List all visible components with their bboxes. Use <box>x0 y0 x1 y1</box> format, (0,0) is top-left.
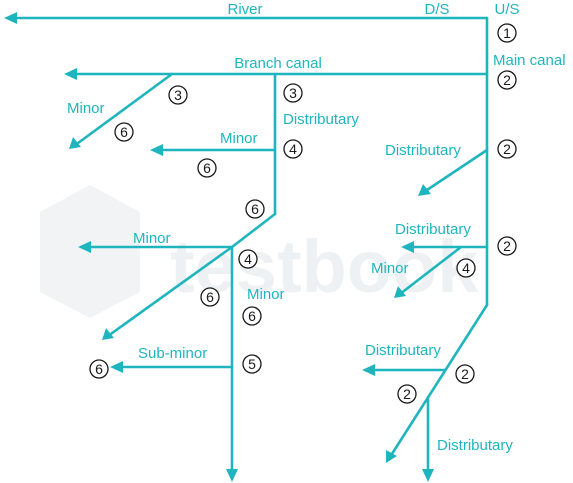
minor-label-right: Minor <box>371 260 409 277</box>
svg-text:4: 4 <box>244 251 252 267</box>
distributary-label-right-3: Distributary <box>365 342 441 359</box>
text-labels: River D/S U/S Main canal Branch canal Mi… <box>67 1 566 454</box>
minor-label-2: Minor <box>220 130 258 147</box>
distributary-right-3-arrowhead <box>362 364 375 376</box>
svg-text:2: 2 <box>503 141 511 157</box>
order-marker: 3 <box>168 85 188 105</box>
svg-text:6: 6 <box>206 289 214 305</box>
svg-text:2: 2 <box>503 238 511 254</box>
branch-canal-arrowhead <box>64 68 77 80</box>
minor-right-arrowhead <box>394 286 406 298</box>
svg-text:5: 5 <box>248 356 256 372</box>
order-marker: 4 <box>456 258 476 278</box>
downstream-label: D/S <box>424 1 449 18</box>
minor-3-arrowhead <box>78 241 91 253</box>
distributary-label-right-4: Distributary <box>437 437 513 454</box>
distributary-label-left: Distributary <box>283 111 359 128</box>
minor-4-line <box>106 245 234 338</box>
distributary-right-4-arrowhead <box>422 469 434 482</box>
svg-text:1: 1 <box>503 25 511 41</box>
order-marker: 6 <box>245 199 265 219</box>
river-arrowhead <box>4 12 17 24</box>
svg-text:2: 2 <box>503 72 511 88</box>
minor-4-arrowhead <box>102 328 114 340</box>
sub-minor-label: Sub-minor <box>138 345 207 362</box>
branch-canal-label: Branch canal <box>234 55 322 72</box>
order-marker: 6 <box>114 122 134 142</box>
order-marker: 2 <box>455 364 475 384</box>
svg-text:6: 6 <box>120 124 128 140</box>
order-marker: 3 <box>283 83 303 103</box>
distributary-right-1-line <box>422 148 489 194</box>
main-canal-lower-line <box>388 303 489 459</box>
distributary-right-1-arrowhead <box>418 184 431 196</box>
svg-text:4: 4 <box>289 141 297 157</box>
sub-minor-arrowhead <box>110 361 123 373</box>
minor-label-1: Minor <box>67 100 105 117</box>
order-marker: 1 <box>497 23 517 43</box>
watermark-text: testbook <box>170 225 479 308</box>
order-marker: 6 <box>200 287 220 307</box>
distributary-left-arrowhead <box>226 469 238 482</box>
order-marker: 2 <box>397 384 417 404</box>
river-label: River <box>227 1 262 18</box>
order-marker: 6 <box>242 306 262 326</box>
distributary-label-right-2: Distributary <box>395 221 471 238</box>
order-marker: 4 <box>238 249 258 269</box>
svg-text:6: 6 <box>203 160 211 176</box>
svg-text:3: 3 <box>174 87 182 103</box>
distributary-left-bend-line <box>230 212 277 249</box>
minor-1-line <box>72 72 174 148</box>
order-markers: 1 2 3 3 6 4 2 6 6 2 4 4 6 6 5 6 2 2 <box>89 23 517 404</box>
svg-text:3: 3 <box>289 85 297 101</box>
order-marker: 6 <box>89 359 109 379</box>
svg-text:6: 6 <box>251 201 259 217</box>
distributary-right-2-arrowhead <box>401 241 414 253</box>
svg-text:2: 2 <box>461 366 469 382</box>
canal-lines <box>6 16 489 477</box>
upstream-label: U/S <box>494 1 519 18</box>
minor-right-line <box>398 245 463 296</box>
svg-text:2: 2 <box>403 386 411 402</box>
order-marker: 6 <box>197 158 217 178</box>
main-canal-label: Main canal <box>493 52 566 69</box>
arrowheads <box>4 12 434 482</box>
order-marker: 2 <box>497 70 517 90</box>
svg-text:4: 4 <box>462 260 470 276</box>
svg-text:6: 6 <box>248 308 256 324</box>
main-canal-end-arrowhead <box>386 450 397 463</box>
order-marker: 4 <box>283 139 303 159</box>
watermark: testbook <box>40 185 479 318</box>
minor-label-4: Minor <box>247 286 285 303</box>
order-marker: 2 <box>497 139 517 159</box>
minor-label-3: Minor <box>133 230 171 247</box>
svg-text:6: 6 <box>95 361 103 377</box>
order-marker: 2 <box>497 236 517 256</box>
order-marker: 5 <box>242 354 262 374</box>
minor-1-arrowhead <box>69 137 81 149</box>
distributary-label-right-1: Distributary <box>385 142 461 159</box>
minor-2-arrowhead <box>150 144 163 156</box>
